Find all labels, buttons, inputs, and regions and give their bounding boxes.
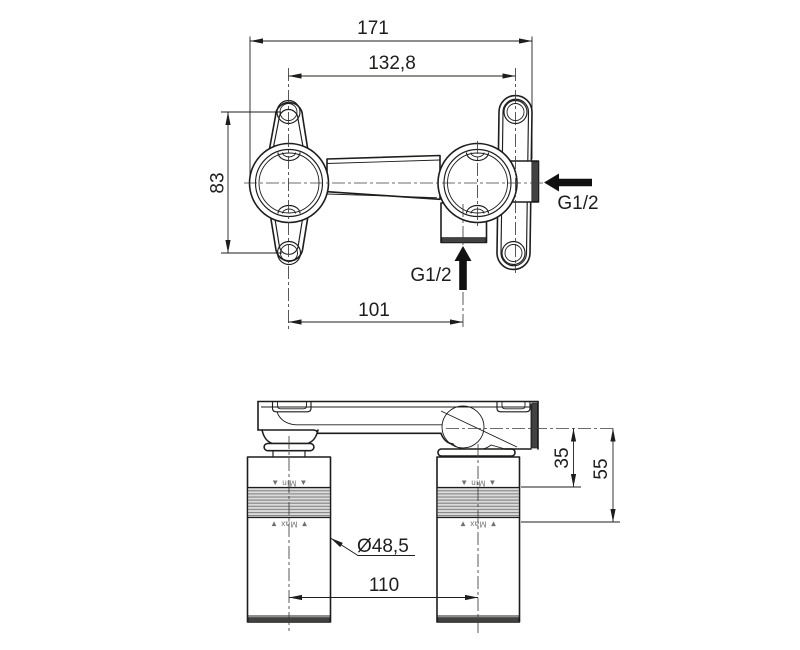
dim-inlet-center-distance: 101	[288, 300, 463, 325]
right-joint-flange	[437, 432, 516, 457]
right-sleeve-max-marking: ▼ Max ▼	[459, 520, 498, 529]
dim-mounting-hole-spacing: 132,8	[288, 53, 516, 79]
dim-overall-width: 171	[249, 18, 533, 179]
dim-label-sleeve-diameter: Ø48,5	[357, 536, 409, 557]
top-view: 171 132,8 83 101 G1/2	[208, 18, 599, 329]
centerlines-front-view	[288, 428, 616, 633]
dim-max-depth: 55	[521, 428, 620, 523]
side-inlet-shadow-edge	[531, 161, 539, 202]
right-bracket-slot	[496, 402, 531, 413]
dim-sleeve-center-distance: 110	[289, 575, 478, 601]
connecting-bar	[326, 154, 441, 201]
dim-min-depth: 35	[521, 428, 581, 488]
front-bar	[257, 400, 539, 450]
dim-label-mounting-hole-vertical: 83	[208, 172, 229, 193]
dim-label-inlet-center-distance: 101	[358, 300, 390, 321]
ball-joint	[441, 405, 485, 449]
flow-arrow-side-inlet: G1/2	[544, 173, 599, 214]
dim-mounting-hole-vertical: 83	[208, 111, 282, 254]
left-neck-flange	[261, 429, 319, 457]
front-view: ▲ Min ▲ ▼ Max ▼ ▲ Min ▲ ▼ Max ▼	[246, 400, 620, 633]
thread-label-side-inlet: G1/2	[557, 193, 598, 214]
left-bracket-slot	[271, 402, 312, 413]
dim-label-mounting-hole-spacing: 132,8	[368, 53, 416, 74]
dim-label-min-depth: 35	[552, 447, 573, 468]
dim-label-max-depth: 55	[591, 458, 612, 479]
flow-arrow-bottom-inlet: G1/2	[410, 246, 472, 290]
thread-label-bottom-inlet: G1/2	[410, 265, 451, 286]
dim-sleeve-diameter: Ø48,5	[330, 536, 415, 557]
bar-end-shadow-edge	[531, 402, 538, 449]
bottom-inlet-shadow-edge	[441, 237, 487, 243]
dim-label-sleeve-center-distance: 110	[369, 575, 399, 596]
dim-label-overall-width: 171	[357, 18, 389, 39]
